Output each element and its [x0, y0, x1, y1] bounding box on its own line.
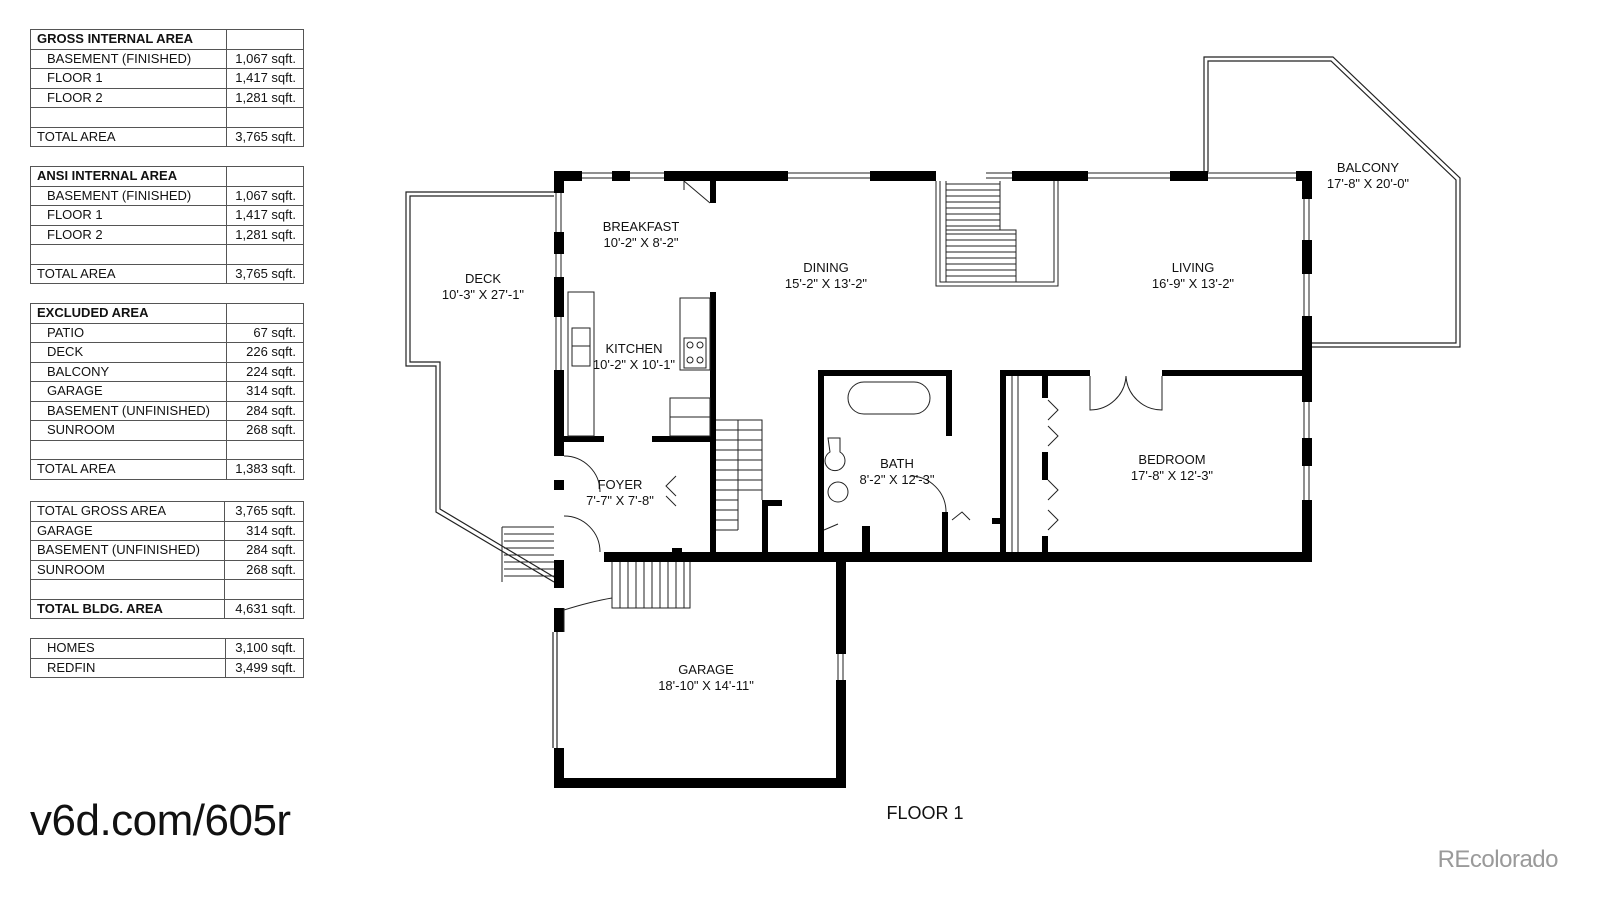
area-row-label: TOTAL AREA: [29, 459, 228, 480]
garage-stairs: [563, 562, 691, 632]
room-dims-dining: 15'-2" X 13'-2": [785, 276, 868, 291]
area-row-label: REDFIN: [29, 657, 227, 678]
room-dims-bath: 8'-2" X 12'-3": [860, 472, 935, 487]
windows: [555, 172, 1310, 680]
area-row-value: 1,281 sqft.: [225, 87, 305, 108]
room-name-bath: BATH: [880, 456, 914, 471]
exterior-outlines: [405, 56, 1461, 748]
area-row-label: PATIO: [29, 322, 228, 343]
room-dims-garage: 18'-10" X 14'-11": [658, 678, 754, 693]
recolorado-watermark: REcolorado: [1437, 846, 1559, 873]
area-table-row: GROSS INTERNAL AREA: [30, 29, 305, 50]
area-row-value: 1,417 sqft.: [225, 205, 305, 226]
bedroom-fixtures: [1011, 375, 1163, 552]
room-dims-deck: 10'-3" X 27'-1": [442, 287, 525, 302]
room-name-kitchen: KITCHEN: [605, 341, 662, 356]
area-row-label: TOTAL AREA: [30, 263, 227, 284]
area-row-value: 226 sqft.: [226, 342, 304, 363]
area-table-row: [29, 439, 304, 460]
room-name-breakfast: BREAKFAST: [603, 219, 680, 234]
room-dims-bedroom: 17'-8" X 12'-3": [1131, 468, 1214, 483]
room-name-foyer: FOYER: [598, 477, 643, 492]
deck-outline-inner: [409, 195, 555, 578]
area-row-label: SUNROOM: [29, 420, 228, 441]
area-row-label: TOTAL AREA: [30, 126, 227, 147]
kitchen-fixtures: [567, 180, 711, 437]
area-row-value: 4,631 sqft.: [224, 598, 304, 619]
room-name-dining: DINING: [803, 260, 849, 275]
room-name-garage: GARAGE: [678, 662, 734, 677]
balcony-outline-inner: [1207, 60, 1457, 344]
basement-stairs: [716, 419, 763, 531]
room-dims-living: 16'-9" X 13'-2": [1152, 276, 1235, 291]
balcony-outline: [1203, 56, 1461, 348]
area-row-label: TOTAL BLDG. AREA: [29, 598, 226, 619]
room-dims-kitchen: 10'-2" X 10'-1": [593, 357, 676, 372]
room-dims-balcony: 17'-8" X 20'-0": [1327, 176, 1410, 191]
floor-title: FLOOR 1: [886, 803, 963, 823]
area-row-value: 1,417 sqft.: [225, 68, 305, 89]
area-table-row: BASEMENT (FINISHED)1,067 sqft.: [30, 48, 305, 69]
room-name-bedroom: BEDROOM: [1138, 452, 1205, 467]
area-row-value: 3,765 sqft.: [225, 126, 305, 147]
area-row-value: 3,499 sqft.: [225, 657, 304, 678]
area-row-label: ANSI INTERNAL AREA: [30, 166, 227, 187]
area-row-value: 3,765 sqft.: [225, 263, 305, 284]
room-name-balcony: BALCONY: [1337, 160, 1399, 175]
foyer-doors: [563, 455, 677, 553]
site-url: v6d.com/605r: [30, 796, 291, 845]
area-row-value: 1,383 sqft.: [226, 459, 304, 480]
deck-stairs: [501, 526, 554, 582]
room-dims-foyer: 7'-7" X 7'-8": [586, 493, 654, 508]
room-dims-breakfast: 10'-2" X 8'-2": [604, 235, 679, 250]
area-row-label: BASEMENT (UNFINISHED): [29, 540, 226, 561]
deck-outline: [405, 191, 555, 583]
walls: [554, 171, 1312, 788]
area-table-row: ANSI INTERNAL AREA: [30, 166, 305, 187]
room-name-deck: DECK: [465, 271, 501, 286]
room-labels: DECK 10'-3" X 27'-1" BREAKFAST 10'-2" X …: [442, 160, 1410, 693]
bath-fixtures: [823, 381, 971, 531]
main-stairs: [935, 181, 1059, 287]
room-name-living: LIVING: [1172, 260, 1215, 275]
area-row-label: DECK: [29, 342, 228, 363]
